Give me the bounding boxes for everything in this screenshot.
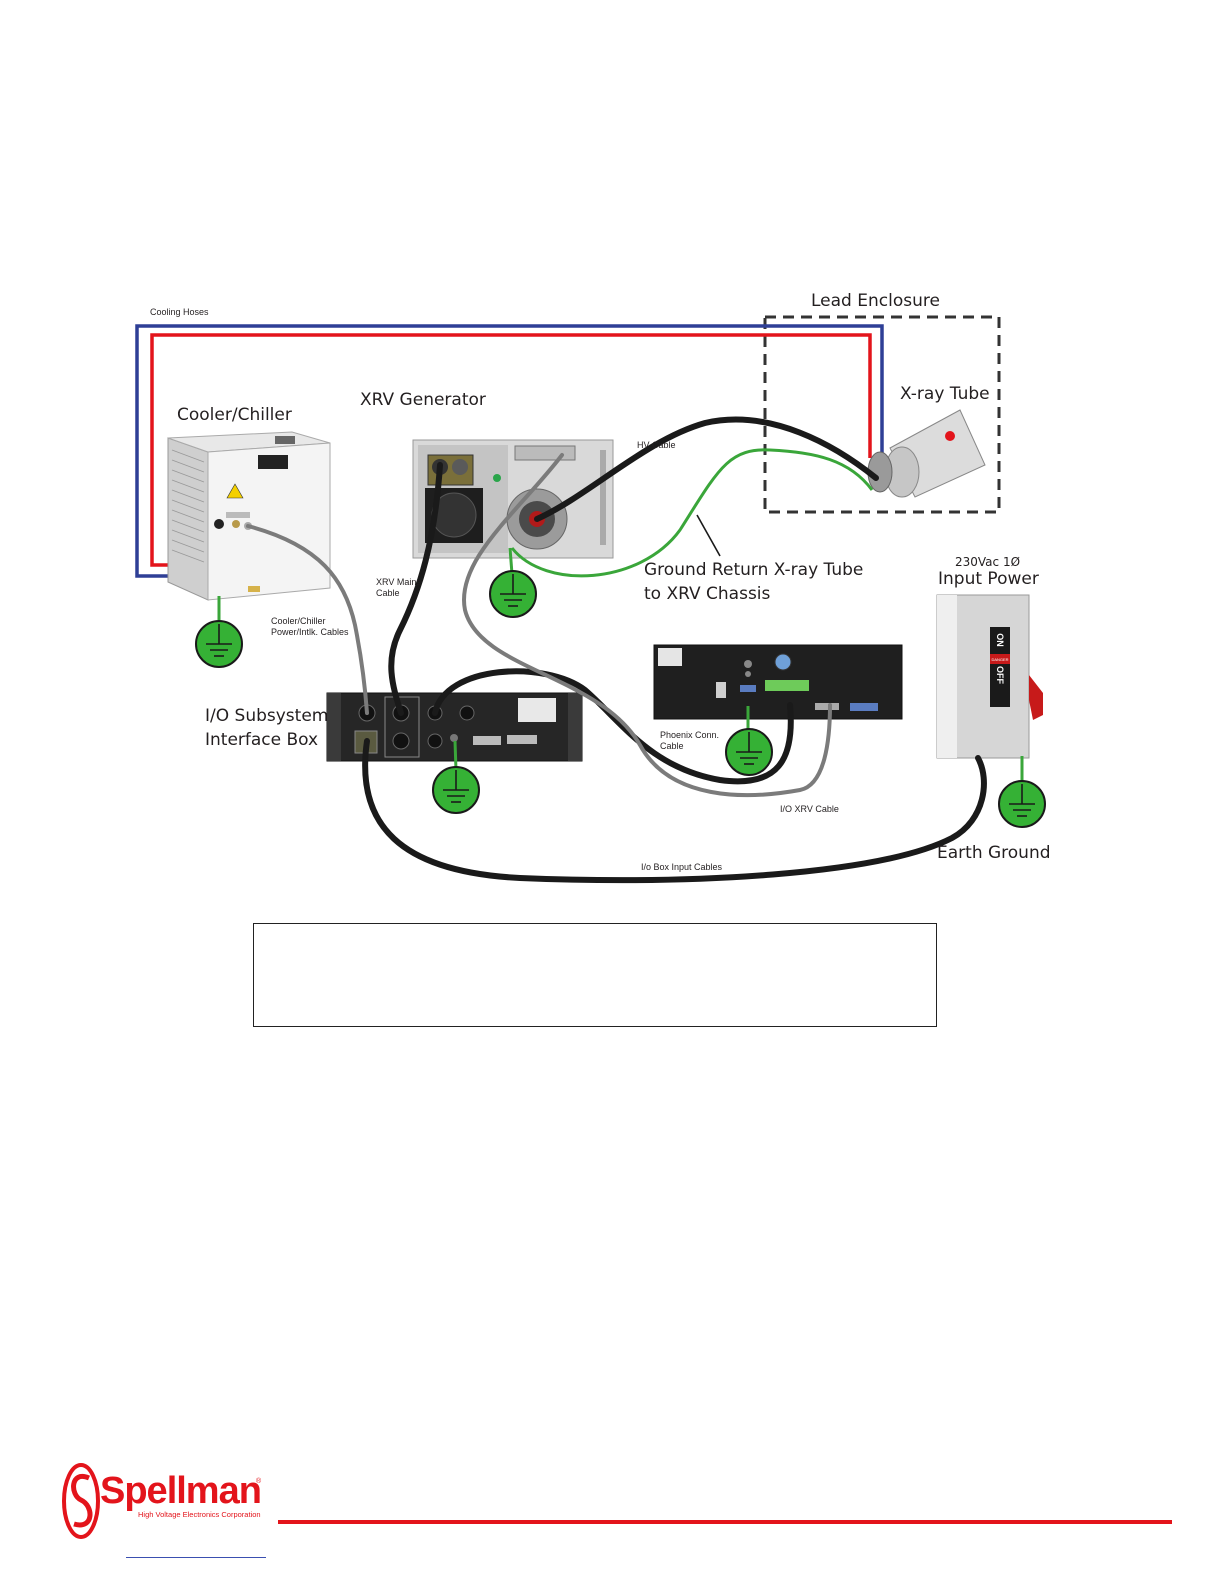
input-power-label: Input Power — [938, 569, 1039, 589]
ground-return-label-2: to XRV Chassis — [644, 584, 771, 604]
phoenix-module-unit — [653, 644, 903, 720]
phoenix-cable-label: Phoenix Conn. — [660, 730, 719, 740]
ground-symbol — [725, 728, 773, 776]
generator-ground-wire — [508, 547, 514, 575]
xray-tube-unit — [867, 409, 986, 498]
xrv-generator-label: XRV Generator — [360, 390, 486, 410]
ground-return-leader-line — [696, 514, 721, 557]
input-power-voltage-label: 230Vac 1Ø — [955, 555, 1020, 569]
note-box — [253, 923, 937, 1027]
xrv-mains-cable-label: XRV Mains — [376, 577, 421, 587]
switch-danger-label: DANGER — [991, 657, 1008, 662]
spellman-logo-reg: ® — [256, 1478, 262, 1485]
spellman-logo-subtitle: High Voltage Electronics Corporation — [138, 1510, 261, 1519]
phoenix-cable-label-2: Cable — [660, 741, 684, 751]
xray-tube-label: X-ray Tube — [900, 384, 990, 404]
io-box-input-cable — [362, 738, 987, 884]
switch-on-label: ON — [995, 633, 1005, 647]
cooler-power-cables-label-2: Power/Intlk. Cables — [271, 627, 349, 637]
cooler-chiller-unit — [167, 431, 331, 601]
lead-enclosure-label: Lead Enclosure — [811, 291, 940, 311]
footer-link-underline — [126, 1557, 266, 1558]
hv-cable-label: HV Cable — [637, 440, 676, 450]
input-power-switch-unit — [936, 594, 1043, 759]
io-ground-wire — [453, 740, 458, 771]
tube-ground-return-wire — [510, 448, 874, 578]
io-xrv-cable — [461, 453, 832, 798]
footer-red-rule — [278, 1520, 1172, 1524]
xrv-generator-unit — [412, 439, 614, 559]
spellman-logo: Spellman — [100, 1470, 262, 1512]
cooler-power-cables-label: Cooler/Chiller — [271, 616, 326, 626]
ground-symbol — [489, 570, 537, 618]
ground-symbol — [195, 620, 243, 668]
spellman-logo-emblem — [62, 1463, 100, 1539]
cooler-chiller-label: Cooler/Chiller — [177, 405, 292, 425]
ground-symbol — [998, 780, 1046, 828]
xrv-mains-cable — [388, 462, 443, 716]
cooler-power-cable — [246, 524, 369, 715]
switch-off-label: OFF — [995, 666, 1005, 684]
io-subsystem-label-2: Interface Box — [205, 730, 318, 750]
hv-cable — [534, 416, 879, 522]
xrv-mains-cable-label-2: Cable — [376, 588, 400, 598]
ground-return-label: Ground Return X-ray Tube — [644, 560, 863, 580]
io-subsystem-label: I/O Subsystem — [205, 706, 328, 726]
earth-ground-label: Earth Ground — [937, 843, 1051, 863]
io-box-input-cables-label: I/o Box Input Cables — [641, 862, 723, 872]
io-xrv-cable-label: I/O XRV Cable — [780, 804, 839, 814]
cooling-hoses-label: Cooling Hoses — [150, 307, 209, 317]
ground-symbol — [432, 766, 480, 814]
lead-enclosure-box — [763, 315, 1001, 514]
